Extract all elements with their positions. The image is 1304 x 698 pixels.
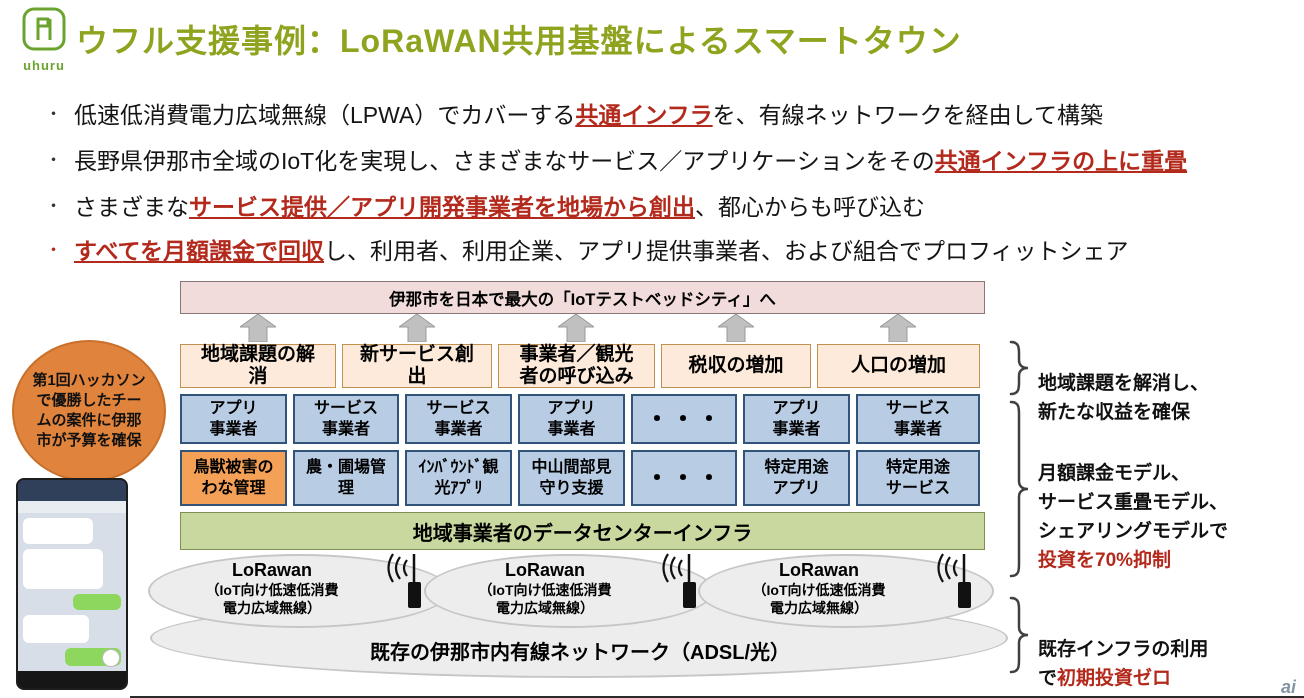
- bullet-marker: ・: [45, 105, 62, 124]
- app-box: 特定用途 サービス: [856, 450, 980, 506]
- emphasis-text: サービス提供／アプリ開発事業者を地場から創出: [189, 194, 695, 220]
- app-box: 農・圃場管 理: [293, 450, 399, 506]
- lorawan-desc: （IoT向け低速低消費 電力広域無線）: [205, 582, 339, 616]
- app-box: 中山間部見 守り支援: [518, 450, 625, 506]
- bullet-marker: ・: [45, 197, 62, 216]
- provider-box: アプリ 事業者: [743, 394, 850, 444]
- uhuru-logo-icon: [22, 7, 66, 51]
- outcome-box: 事業者／観光 者の呼び込み: [498, 344, 655, 388]
- annotation-red-text: 初期投資ゼロ: [1057, 668, 1172, 689]
- lorawan-ellipse: [148, 554, 450, 628]
- brace-icon: [1009, 400, 1029, 578]
- outcome-box: 地域課題の解 消: [180, 344, 336, 388]
- emphasis-text: すべてを月額課金で回収: [74, 238, 325, 264]
- outcome-box: 新サービス創 出: [342, 344, 492, 388]
- bullet-text: 長野県伊那市全域のIoT化を実現し、さまざまなサービス／アプリケーションをその共…: [74, 148, 1188, 174]
- bullet-marker: ・: [45, 151, 62, 170]
- app-box: 特定用途 アプリ: [743, 450, 850, 506]
- lorawan-label: LoRawan （IoT向け低速低消費 電力広域無線）: [436, 560, 654, 617]
- chat-bubble: [23, 548, 103, 589]
- lorawan-name: LoRawan: [504, 560, 585, 580]
- annotation-regional-revenue: 地域課題を解消し、 新たな収益を確保: [1038, 373, 1210, 423]
- lorawan-label: LoRawan （IoT向け低速低消費 電力広域無線）: [162, 560, 382, 617]
- uhuru-logo: uhuru: [14, 6, 74, 73]
- bullet-text: 低速低消費電力広域無線（LPWA）でカバーする共通インフラを、有線ネットワークを…: [74, 102, 1103, 128]
- phone-screenshot: [16, 478, 128, 690]
- datacenter-box: 地域事業者のデータセンターインフラ: [180, 512, 985, 550]
- up-arrow-icon: [718, 314, 754, 342]
- vision-box: 伊那市を日本で最大の「IoTテストベッドシティ」へ: [180, 281, 985, 314]
- chat-bubble: [23, 517, 93, 544]
- bullet-item-4: ・すべてを月額課金で回収し、利用者、利用企業、アプリ提供事業者、および組合でプロ…: [45, 232, 1129, 266]
- lorawan-name: LoRawan: [778, 560, 859, 580]
- provider-box: サービス 事業者: [293, 394, 399, 444]
- provider-box-ellipsis: ・・・: [631, 394, 737, 444]
- up-arrow-icon: [399, 314, 435, 342]
- app-box-ellipsis: ・・・: [631, 450, 737, 506]
- brace-icon: [1009, 596, 1029, 674]
- app-box: ｲﾝﾊﾞｳﾝﾄﾞ観 光ｱﾌﾟﾘ: [405, 450, 512, 506]
- lorawan-ellipse: [424, 554, 714, 628]
- lorawan-desc: （IoT向け低速低消費 電力広域無線）: [752, 582, 886, 616]
- app-box-trap-management: 鳥獣被害の わな管理: [180, 450, 287, 506]
- provider-box: サービス 事業者: [405, 394, 512, 444]
- bullet-item-1: ・低速低消費電力広域無線（LPWA）でカバーする共通インフラを、有線ネットワーク…: [45, 96, 1103, 130]
- lorawan-ellipse: [698, 554, 994, 628]
- provider-box: アプリ 事業者: [180, 394, 287, 444]
- page-title: ウフル支援事例：LoRaWAN共用基盤によるスマートタウン: [76, 23, 962, 59]
- lorawan-desc: （IoT向け低速低消費 電力広域無線）: [478, 582, 612, 616]
- up-arrow-icon: [880, 314, 916, 342]
- outcome-box: 人口の増加: [817, 344, 980, 388]
- hackathon-callout: 第1回ハッカソン で優勝したチー ムの案件に伊那 市が予算を確保: [12, 340, 166, 482]
- bullet-text: さまざまなサービス提供／アプリ開発事業者を地場から創出、都心からも呼び込む: [74, 194, 925, 220]
- phone-chat-area: [18, 512, 126, 671]
- up-arrow-icon: [558, 314, 594, 342]
- bullet-item-3: ・さまざまなサービス提供／アプリ開発事業者を地場から創出、都心からも呼び込む: [45, 188, 925, 222]
- emphasis-text: 共通インフラの上に重畳: [934, 148, 1188, 174]
- up-arrow-icon: [240, 314, 276, 342]
- emphasis-text: 共通インフラ: [575, 102, 713, 128]
- wired-network-label: 既存の伊那市内有線ネットワーク（ADSL/光）: [370, 642, 790, 664]
- mascot-sticker: [102, 648, 120, 667]
- phone-status-bar: [18, 480, 126, 502]
- chat-bubble: [23, 614, 89, 643]
- phone-nav-bar: [18, 501, 126, 513]
- antenna-icon: [662, 553, 696, 608]
- annotation-zero-initial-investment: 既存インフラの利用 で初期投資ゼロ: [1038, 639, 1209, 689]
- lorawan-label: LoRawan （IoT向け低速低消費 電力広域無線）: [710, 560, 928, 617]
- watermark: ai: [1280, 677, 1296, 697]
- uhuru-logo-text: uhuru: [23, 58, 65, 73]
- antenna-icon: [387, 553, 421, 608]
- annotation-red-text: 投資を70%抑制: [1038, 550, 1172, 571]
- bullet-item-2: ・長野県伊那市全域のIoT化を実現し、さまざまなサービス／アプリケーションをその…: [45, 142, 1187, 176]
- provider-box: サービス 事業者: [856, 394, 980, 444]
- annotation-investment-reduction: 月額課金モデル、 サービス重畳モデル、 シェアリングモデルで 投資を70%抑制: [1038, 463, 1229, 571]
- slide-bottom-edge: [130, 696, 1304, 698]
- provider-box: アプリ 事業者: [518, 394, 625, 444]
- chat-bubble: [73, 593, 121, 610]
- outcome-box: 税収の増加: [661, 344, 811, 388]
- bullet-text: すべてを月額課金で回収し、利用者、利用企業、アプリ提供事業者、および組合でプロフ…: [74, 238, 1129, 264]
- phone-bottom-bar: [18, 670, 126, 688]
- lorawan-name: LoRawan: [231, 560, 312, 580]
- antenna-icon: [937, 553, 971, 608]
- bullet-marker: ・: [45, 241, 62, 260]
- brace-icon: [1009, 340, 1029, 396]
